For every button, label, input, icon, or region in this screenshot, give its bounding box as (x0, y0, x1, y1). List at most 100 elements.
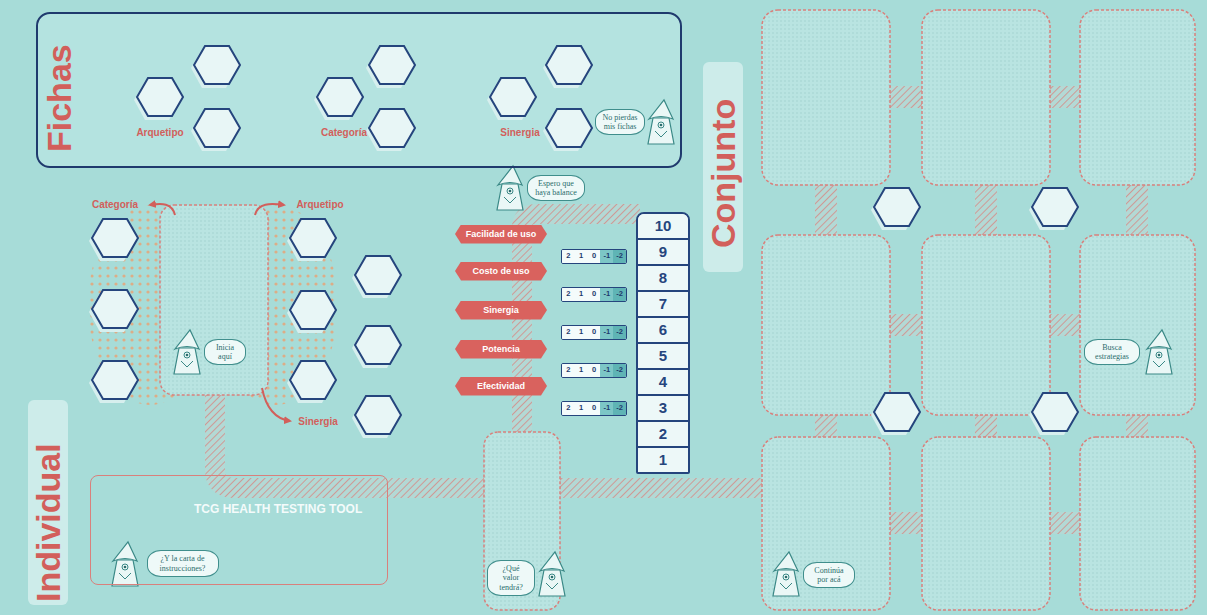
token-hex (89, 219, 138, 261)
wizard-figure (773, 552, 799, 596)
card-slot (762, 10, 890, 185)
score-scale: 210-1-2 (561, 287, 627, 302)
bubble-text: Inicia aquí (211, 343, 239, 361)
token-hex (366, 46, 415, 88)
speech-bubble: ¿Qué valor tendrá? (487, 560, 535, 596)
token-hex (89, 361, 138, 403)
token-hex (543, 46, 592, 88)
track-number: 7 (638, 292, 688, 318)
card-slot (922, 10, 1050, 185)
card-slot (922, 437, 1050, 610)
card-slot (922, 235, 1050, 415)
token-hex (352, 326, 401, 368)
bubble-text: ¿Qué valor tendrá? (494, 564, 528, 592)
token-hex (352, 396, 401, 438)
track-number: 10 (638, 214, 688, 240)
speech-bubble: No pierdas mis fichas (595, 109, 645, 135)
scale-value: -2 (613, 288, 626, 301)
stat-tag: Efectividad (455, 377, 547, 396)
track-number: 1 (638, 448, 688, 472)
token-hex (191, 109, 240, 151)
pointer-arrow (255, 204, 284, 215)
card-link (1126, 413, 1148, 439)
wizard-figure (648, 100, 674, 144)
card-link (888, 314, 924, 336)
instructions-box: TCG HEALTH TESTING TOOL¿Y la carta de in… (90, 475, 388, 585)
scale-value: 0 (588, 402, 601, 415)
card-link (815, 183, 837, 237)
card-slot (1080, 235, 1195, 415)
card-slot (762, 235, 890, 415)
card-link (975, 413, 997, 439)
track-number: 9 (638, 240, 688, 266)
bubble-text: Continúa por acá (810, 566, 848, 584)
stat-name: Costo de uso (472, 267, 529, 276)
card-link (975, 183, 997, 237)
stat-tag: Sinergia (455, 301, 547, 320)
bubble-text: Busca estrategias (1091, 343, 1133, 361)
token-hex (134, 78, 183, 120)
token-hex (1029, 393, 1078, 435)
token-hex (287, 291, 336, 333)
path-band (522, 214, 640, 432)
scale-value: 1 (575, 402, 588, 415)
score-scale: 210-1-2 (561, 325, 627, 340)
track-number: 6 (638, 318, 688, 344)
token-panel: FichasNo pierdas mis fichas (36, 12, 682, 168)
wizard-figure (112, 542, 138, 586)
scale-value: 0 (588, 250, 601, 263)
token-hex (352, 256, 401, 298)
card-slot (1080, 437, 1195, 610)
scale-value: 2 (562, 288, 575, 301)
scale-value: -1 (600, 402, 613, 415)
zone-title: Individual (31, 443, 65, 602)
speech-bubble: Continúa por acá (803, 562, 855, 588)
field-label: Sinergia (298, 416, 337, 428)
field-label: Sinergia (500, 127, 539, 139)
speech-bubble: Busca estrategias (1084, 339, 1140, 365)
scale-value: -1 (600, 326, 613, 339)
token-hex (314, 78, 363, 120)
scale-value: 0 (588, 326, 601, 339)
track-number: 4 (638, 370, 688, 396)
scale-value: 1 (575, 364, 588, 377)
stat-tag: Potencia (455, 340, 547, 359)
token-hex (543, 109, 592, 151)
card-slot (160, 205, 268, 395)
wizard-figure (539, 552, 565, 596)
field-label: Categoría (321, 127, 367, 139)
track-number: 5 (638, 344, 688, 370)
field-label: Categoría (92, 199, 138, 211)
scale-value: -2 (613, 250, 626, 263)
token-hex (191, 46, 240, 88)
scale-value: 1 (575, 326, 588, 339)
card-link (1048, 314, 1082, 336)
speech-bubble: Espero que haya balance (527, 175, 585, 201)
token-hex (287, 361, 336, 403)
stat-name: Facilidad de uso (466, 230, 537, 239)
token-hex (287, 219, 336, 261)
scale-value: -2 (613, 402, 626, 415)
stat-tag: Facilidad de uso (455, 225, 547, 244)
score-scale: 210-1-2 (561, 363, 627, 378)
token-hex (871, 188, 920, 230)
card-link (1048, 86, 1082, 108)
scale-value: -2 (613, 326, 626, 339)
track-number: 3 (638, 396, 688, 422)
box-title: TCG HEALTH TESTING TOOL (194, 502, 362, 516)
scale-value: -2 (613, 364, 626, 377)
token-hex (871, 393, 920, 435)
scale-value: 2 (562, 250, 575, 263)
score-scale: 210-1-2 (561, 401, 627, 416)
pointer-arrow (262, 388, 290, 421)
card-link (888, 86, 924, 108)
zone-tab (28, 400, 68, 605)
bubble-text: No pierdas mis fichas (602, 113, 638, 131)
panel-ground (36, 12, 682, 168)
card-slot (1080, 10, 1195, 185)
bubble-text: Espero que haya balance (534, 179, 578, 197)
scale-value: 2 (562, 402, 575, 415)
card-link (888, 512, 924, 534)
